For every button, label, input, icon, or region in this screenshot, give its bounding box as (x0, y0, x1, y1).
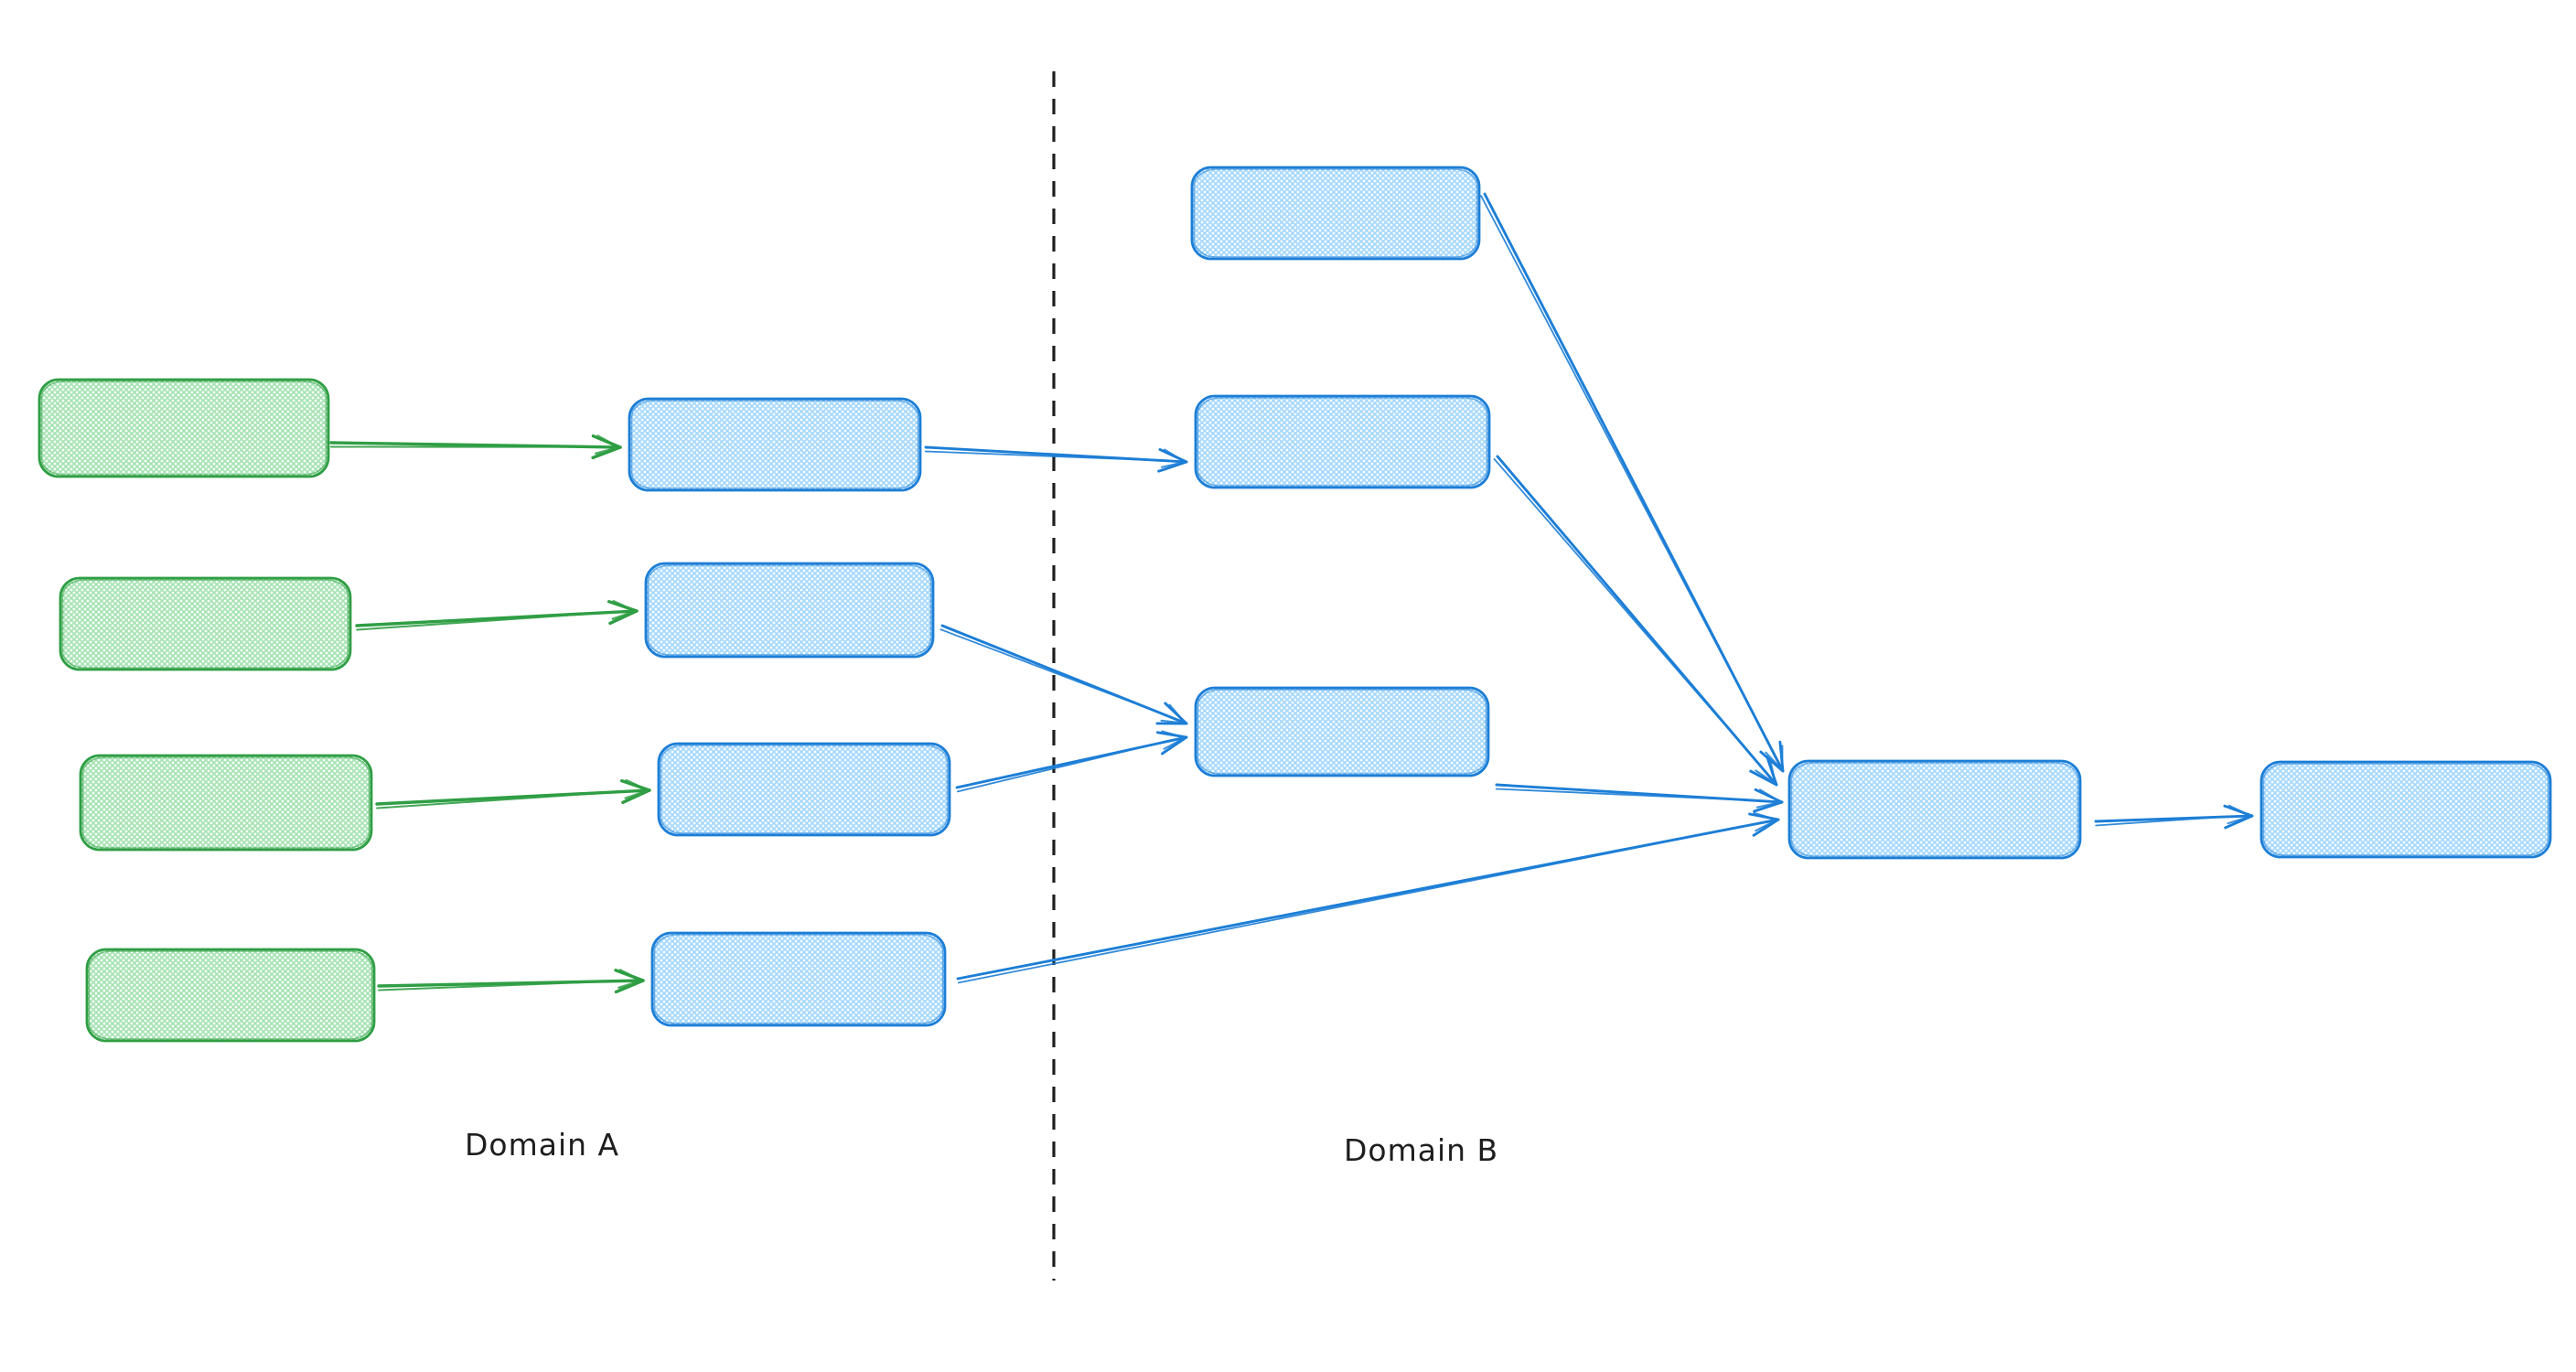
arrow-shaft-sketch (2095, 816, 2226, 827)
arrow-a2-b3 (939, 624, 1188, 725)
node-box (85, 948, 376, 1043)
node-box-sketch (653, 934, 944, 1024)
arrow-head (1753, 811, 1778, 821)
node-box-sketch (1193, 168, 1478, 258)
arrow-head (1160, 460, 1186, 468)
node-box (1194, 686, 1490, 777)
node-box-sketch (2262, 763, 2549, 856)
arrow-head (612, 599, 637, 613)
arrow-g2-a2 (355, 599, 639, 631)
arrow-shaft-sketch (1480, 195, 1772, 748)
node-box (79, 754, 373, 852)
node-blue-b5 (2259, 760, 2552, 859)
arrow-head (1161, 730, 1186, 739)
node-box-sketch (61, 579, 349, 669)
node-box-sketch (647, 564, 932, 656)
arrow-head (1163, 736, 1186, 750)
arrow-head (2227, 815, 2252, 825)
node-box-sketch (1197, 397, 1488, 487)
node-blue-a3 (657, 742, 951, 837)
node-box (2259, 760, 2552, 859)
node-box (1787, 759, 2082, 860)
arrow-head (1163, 448, 1186, 463)
arrow-shaft-sketch (378, 980, 617, 991)
node-box-sketch (81, 756, 370, 849)
label-domain-b: Domain B (1344, 1132, 1498, 1168)
node-blue-a4 (650, 931, 947, 1027)
arrow-shaft-sketch (356, 611, 611, 631)
arrow-head (624, 788, 649, 799)
arrow-head (1755, 800, 1782, 809)
arrow-head (611, 609, 637, 620)
node-box (1194, 394, 1491, 489)
node-box (1190, 166, 1481, 261)
arrow-b1-b4 (1480, 192, 1785, 773)
node-box-sketch (88, 950, 373, 1040)
node-box (628, 397, 922, 492)
node-blue-b3 (1194, 686, 1490, 777)
arrow-a3-b3 (955, 730, 1188, 793)
node-blue-b4 (1787, 759, 2082, 860)
arrow-a4-b4 (956, 811, 1780, 984)
node-blue-b2 (1194, 394, 1491, 489)
arrow-head (1755, 769, 1777, 785)
node-box-sketch (40, 381, 327, 476)
arrow-shaft-sketch (957, 742, 1161, 793)
arrow-shaft-sketch (1493, 458, 1760, 766)
node-green-source-2 (59, 576, 352, 671)
node-blue-a2 (644, 562, 935, 659)
node-box (644, 562, 935, 659)
node-box-sketch (1197, 689, 1487, 775)
arrow-head (1769, 759, 1777, 785)
arrow-head (1755, 819, 1778, 832)
node-blue-b1 (1190, 166, 1481, 261)
arrow-head (618, 969, 643, 982)
node-box (650, 931, 947, 1027)
node-box-sketch (1790, 762, 2079, 857)
node-blue-a1 (628, 397, 922, 492)
arrow-head (596, 434, 620, 449)
arrow-b2-b4 (1493, 455, 1778, 787)
arrow-shaft-sketch (924, 450, 1160, 462)
arrow-head (2227, 804, 2252, 818)
arrow-shaft-sketch (376, 790, 624, 809)
node-box-sketch (660, 745, 949, 834)
node-box (59, 576, 352, 671)
arrow-head (595, 445, 620, 456)
node-box (657, 742, 951, 837)
arrow-shaft-sketch (1495, 788, 1755, 802)
arrow-g3-a3 (375, 778, 651, 809)
node-box (38, 378, 330, 478)
arrow-g1-a1 (329, 434, 622, 460)
arrow-b4-b5 (2094, 804, 2254, 830)
arrow-g4-a4 (377, 969, 645, 994)
node-green-source-4 (85, 948, 376, 1043)
arrow-b3-b4 (1495, 783, 1784, 813)
node-box-sketch (630, 400, 919, 489)
node-green-source-1 (38, 378, 330, 478)
arrow-a1-b2 (924, 445, 1188, 473)
arrow-shaft-sketch (957, 823, 1753, 984)
label-domain-a: Domain A (465, 1127, 619, 1163)
arrow-head (625, 778, 649, 792)
arrow-shaft-sketch (939, 628, 1163, 714)
node-green-source-3 (79, 754, 373, 852)
arrow-head (1160, 719, 1186, 724)
arrow-head (1168, 703, 1186, 724)
arrow-head (1759, 788, 1782, 803)
arrow-head (617, 979, 643, 989)
arrow-head (1765, 751, 1784, 771)
